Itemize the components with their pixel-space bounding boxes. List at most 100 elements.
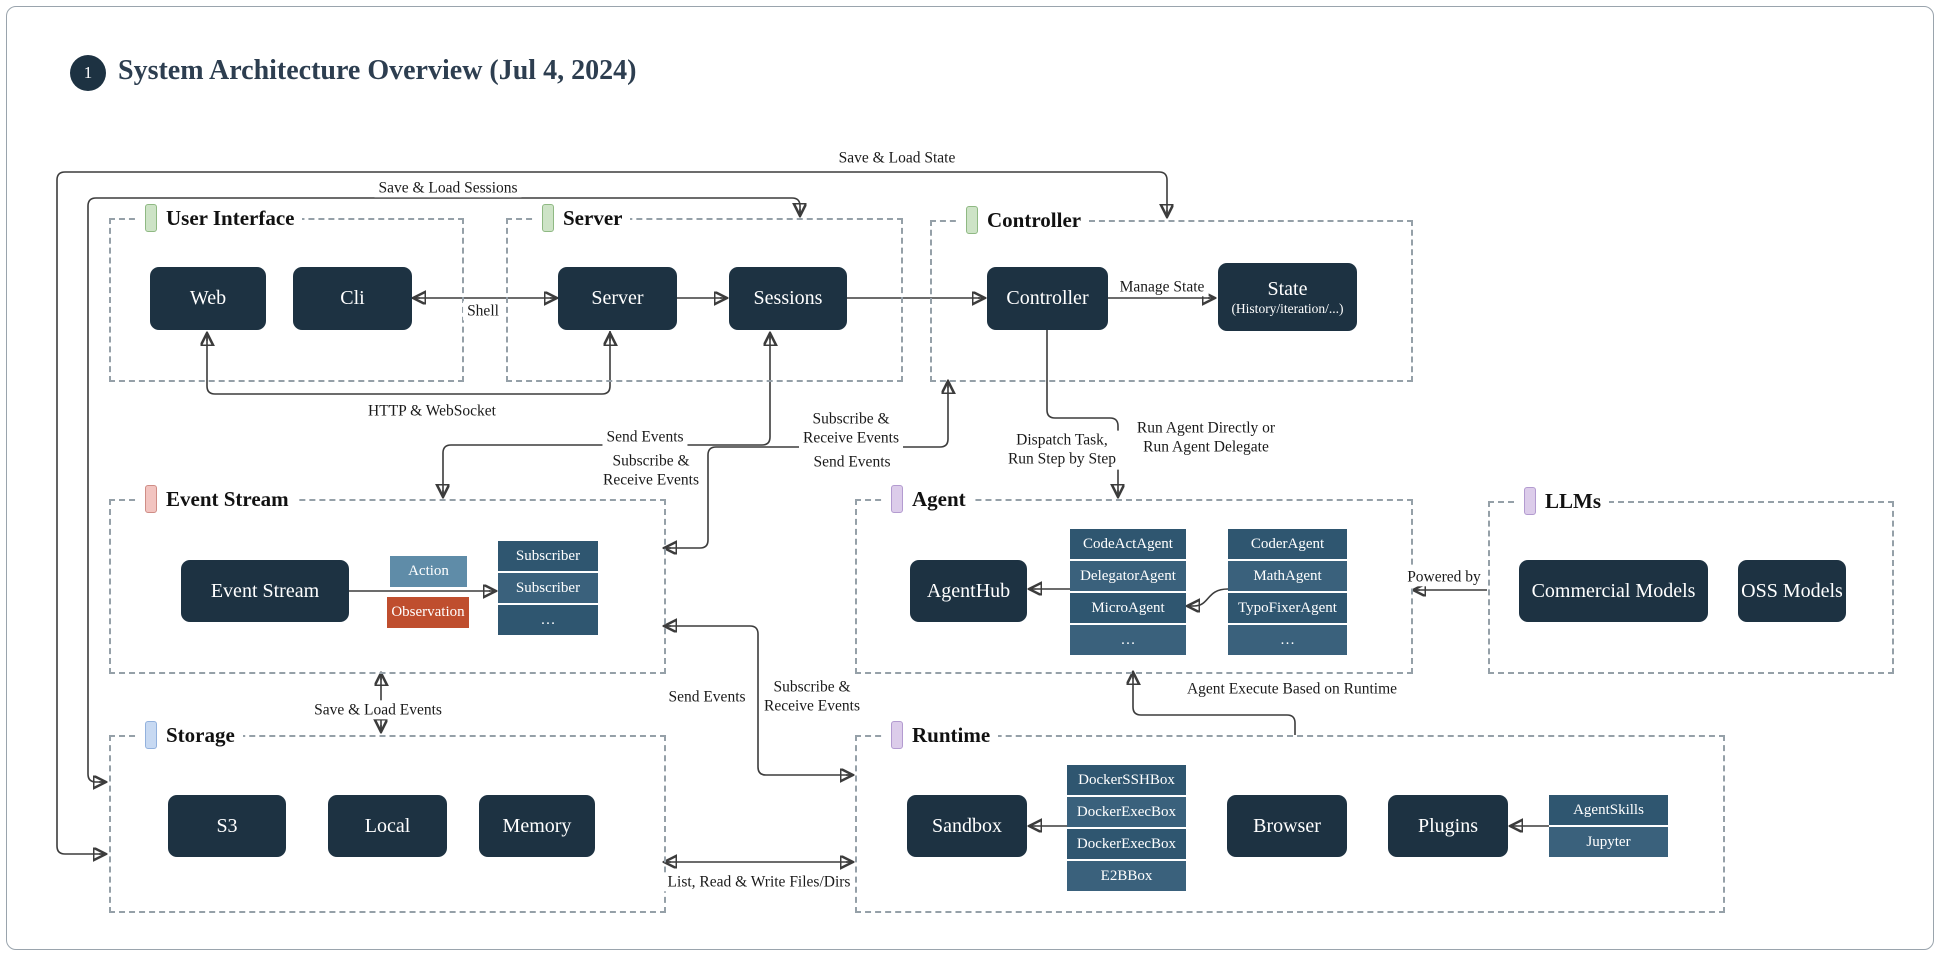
node-oss-models: OSS Models — [1738, 560, 1846, 622]
node-sandbox: Sandbox — [907, 795, 1027, 857]
node-agenthub: AgentHub — [910, 560, 1027, 622]
group-marker-icon — [542, 204, 554, 232]
edge-label-save-load-events: Save & Load Events — [310, 700, 446, 720]
stack-row: CoderAgent — [1228, 529, 1347, 559]
stack-agents-primary: CodeActAgent DelegatorAgent MicroAgent … — [1070, 529, 1186, 655]
tag-label: Observation — [391, 604, 465, 620]
tag-label: Action — [408, 563, 449, 579]
group-event-stream-header: Event Stream — [137, 485, 297, 513]
node-label: Sessions — [753, 287, 823, 309]
stack-row: Subscriber — [498, 541, 598, 571]
group-event-stream: Event Stream — [109, 485, 666, 674]
group-server-header: Server — [534, 204, 631, 232]
node-label: State — [1267, 277, 1308, 300]
stack-sandboxes: DockerSSHBox DockerExecBox DockerExecBox… — [1067, 765, 1186, 891]
group-marker-icon — [891, 721, 903, 749]
group-llms-header: LLMs — [1516, 487, 1610, 515]
edge-label-subscribe-receive-runtime: Subscribe & Receive Events — [760, 677, 864, 717]
edge-label-save-load-sessions: Save & Load Sessions — [374, 178, 522, 198]
edge-label-subscribe-receive-ui: Subscribe & Receive Events — [599, 451, 703, 491]
group-controller-header: Controller — [958, 206, 1090, 234]
stack-row: E2BBox — [1067, 861, 1186, 891]
window-frame — [6, 6, 1934, 950]
stack-row: Subscriber — [498, 573, 598, 603]
node-label: Memory — [502, 814, 572, 837]
stack-row: … — [498, 605, 598, 635]
stack-row: MathAgent — [1228, 561, 1347, 591]
node-label: Plugins — [1417, 814, 1479, 837]
node-label: Server — [591, 287, 644, 309]
node-state: State (History/iteration/...) — [1218, 263, 1357, 331]
edge-label-send-events-ui: Send Events — [602, 427, 688, 447]
node-sublabel: (History/iteration/...) — [1231, 300, 1344, 316]
stack-subscribers: Subscriber Subscriber … — [498, 541, 598, 635]
group-runtime-header: Runtime — [883, 721, 999, 749]
node-label: Controller — [1006, 287, 1089, 309]
stack-row: … — [1070, 625, 1186, 655]
stack-row: DockerSSHBox — [1067, 765, 1186, 795]
node-browser: Browser — [1227, 795, 1347, 857]
edge-label-shell: Shell — [463, 301, 503, 321]
node-label: Browser — [1253, 814, 1321, 837]
group-storage: Storage — [109, 721, 666, 913]
node-cli: Cli — [293, 267, 412, 330]
stack-row: MicroAgent — [1070, 593, 1186, 623]
group-marker-icon — [891, 485, 903, 513]
stack-row: TypoFixerAgent — [1228, 593, 1347, 623]
step-number-badge: 1 — [70, 55, 106, 91]
edge-label-manage-state: Manage State — [1115, 277, 1209, 297]
edge-label-run-agent: Run Agent Directly or Run Agent Delegate — [1132, 418, 1280, 458]
group-label: LLMs — [1545, 488, 1602, 513]
node-sessions: Sessions — [729, 267, 847, 330]
node-label: Local — [364, 814, 411, 837]
group-marker-icon — [145, 485, 157, 513]
node-memory: Memory — [479, 795, 595, 857]
group-runtime: Runtime — [855, 721, 1725, 913]
group-agent-header: Agent — [883, 485, 974, 513]
edge-label-send-events-runtime: Send Events — [664, 687, 750, 707]
node-commercial-models: Commercial Models — [1519, 560, 1708, 622]
node-label: S3 — [216, 814, 238, 837]
node-label: Sandbox — [932, 814, 1002, 837]
group-label: Controller — [987, 207, 1082, 232]
node-local: Local — [328, 795, 447, 857]
group-llms: LLMs — [1488, 487, 1894, 674]
edge-label-http-websocket: HTTP & WebSocket — [364, 401, 500, 421]
node-label: AgentHub — [926, 579, 1011, 602]
stack-row: Jupyter — [1549, 827, 1668, 857]
group-storage-header: Storage — [137, 721, 243, 749]
group-marker-icon — [145, 204, 157, 232]
stack-row: CodeActAgent — [1070, 529, 1186, 559]
node-label: Web — [189, 287, 227, 309]
stack-row: DockerExecBox — [1067, 829, 1186, 859]
group-marker-icon — [145, 721, 157, 749]
stack-plugins: AgentSkills Jupyter — [1549, 795, 1668, 857]
node-s3: S3 — [168, 795, 286, 857]
stack-row: DockerExecBox — [1067, 797, 1186, 827]
edge-label-powered-by: Powered by — [1403, 567, 1485, 587]
stack-row: DelegatorAgent — [1070, 561, 1186, 591]
node-label: Commercial Models — [1531, 579, 1696, 602]
group-label: Event Stream — [166, 486, 289, 511]
group-label: Runtime — [912, 722, 991, 747]
group-controller: Controller — [930, 206, 1413, 382]
group-user-interface-header: User Interface — [137, 204, 303, 232]
node-label: OSS Models — [1741, 579, 1843, 602]
stack-agents-secondary: CoderAgent MathAgent TypoFixerAgent … — [1228, 529, 1347, 655]
group-server: Server — [506, 204, 903, 382]
node-web: Web — [150, 267, 266, 330]
edge-label-list-read-write: List, Read & Write Files/Dirs — [663, 872, 855, 892]
tag-action: Action — [390, 556, 467, 587]
stack-row: AgentSkills — [1549, 795, 1668, 825]
edge-label-agent-execute: Agent Execute Based on Runtime — [1182, 679, 1402, 699]
node-label: Cli — [340, 287, 365, 309]
node-plugins: Plugins — [1388, 795, 1508, 857]
edge-label-save-load-state: Save & Load State — [834, 148, 960, 168]
group-user-interface: User Interface — [109, 204, 464, 382]
group-marker-icon — [1524, 487, 1536, 515]
tag-observation: Observation — [387, 597, 469, 628]
group-label: User Interface — [166, 205, 295, 230]
node-event-stream: Event Stream — [181, 560, 349, 622]
edge-label-subscribe-receive-controller: Subscribe & Receive Events — [799, 409, 903, 449]
